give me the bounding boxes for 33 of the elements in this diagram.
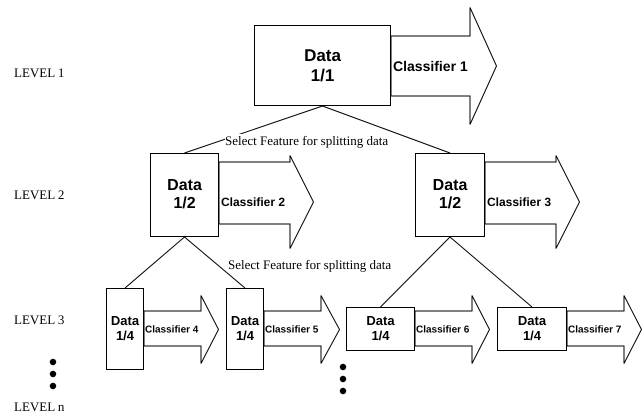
data-label: Data 1/1 — [303, 46, 342, 86]
data-box — [415, 153, 485, 237]
data-box — [254, 25, 391, 106]
tree-line — [124, 236, 185, 288]
data-label: Data 1/4 — [365, 314, 396, 344]
classifier-label: Classifier 4 — [145, 324, 198, 335]
tree-line — [184, 236, 246, 288]
data-label: Data 1/4 — [110, 314, 140, 344]
classifier-label: Classifier 6 — [416, 324, 470, 335]
classifier-label: Classifier 5 — [265, 324, 318, 335]
tree-line — [450, 236, 532, 308]
classifier-label: Classifier 3 — [487, 195, 552, 209]
data-box — [346, 307, 415, 351]
classifier-label: Classifier 7 — [568, 324, 622, 335]
tree-line — [322, 106, 450, 154]
split-note: Select Feature for splitting data — [228, 258, 392, 272]
data-label: Data 1/4 — [516, 314, 548, 344]
level-label: LEVEL 2 — [14, 188, 64, 202]
data-label: Data 1/2 — [166, 176, 203, 214]
tree-line — [380, 236, 450, 308]
data-box — [150, 153, 219, 237]
data-label: Data 1/4 — [230, 314, 260, 344]
classifier-label: Classifier 1 — [393, 58, 468, 74]
level-label: LEVEL 1 — [14, 66, 64, 80]
tree-line — [184, 106, 323, 154]
level-label: LEVEL n — [14, 400, 64, 414]
classifier-label: Classifier 2 — [221, 195, 286, 209]
data-box — [226, 288, 264, 370]
data-box — [497, 307, 567, 351]
split-note: Select Feature for splitting data — [225, 134, 388, 148]
data-box — [106, 288, 144, 370]
level-label: LEVEL 3 — [14, 313, 64, 328]
data-label: Data 1/2 — [432, 176, 468, 214]
